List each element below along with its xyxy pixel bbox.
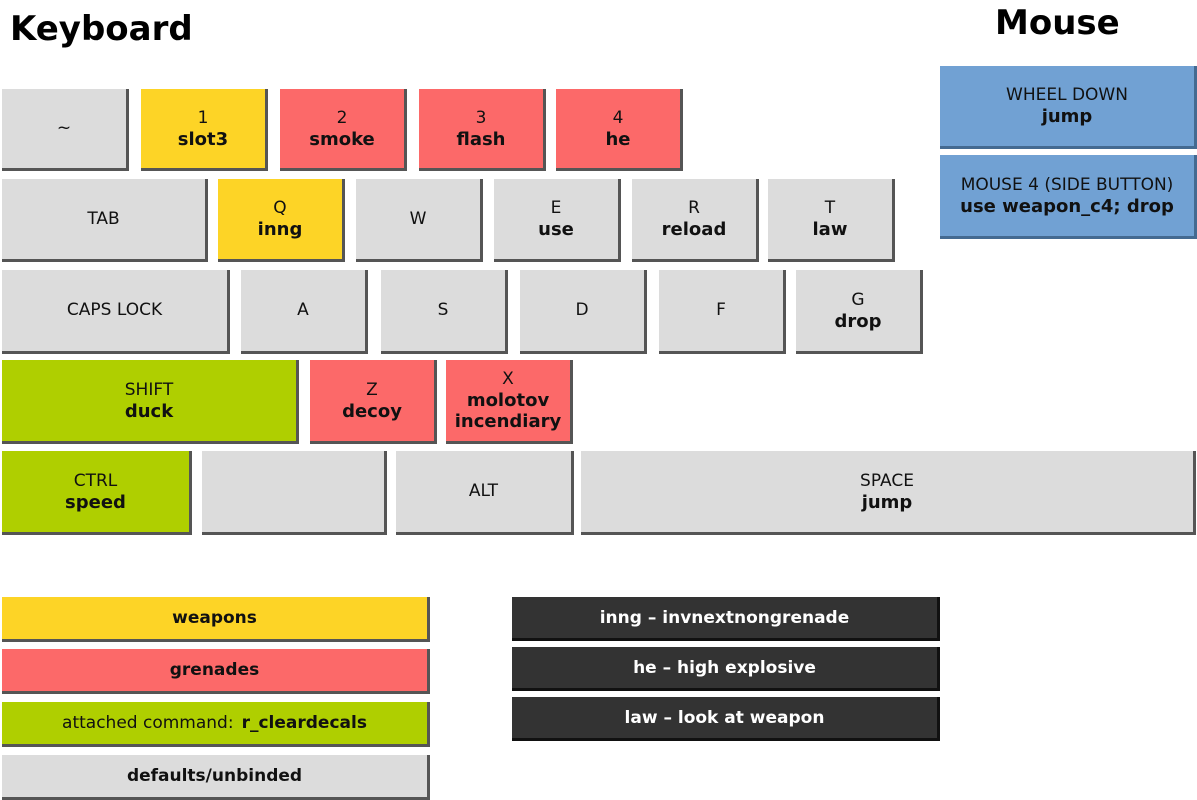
key-label: S (437, 300, 449, 320)
keyboard-title: Keyboard (10, 9, 193, 49)
key-command-secondary: incendiary (454, 411, 562, 432)
legend-label: weapons (172, 608, 257, 628)
key-2: 2 smoke (280, 89, 407, 171)
key-label: D (575, 300, 589, 320)
abbreviation-law: law – look at weapon (512, 697, 940, 741)
key-x: X molotov incendiary (446, 360, 573, 444)
key-label: F (716, 300, 726, 320)
mouse-button-label: MOUSE 4 (SIDE BUTTON) (960, 174, 1174, 195)
key-ctrl: CTRL speed (2, 451, 192, 535)
key-command: molotov (466, 390, 550, 411)
abbreviation-he: he – high explosive (512, 647, 940, 691)
key-command: he (605, 128, 631, 150)
key-label: W (409, 208, 427, 229)
legend-attached-command: attached command: r_cleardecals (2, 702, 430, 747)
key-4: 4 he (556, 89, 683, 171)
key-label: SPACE (860, 470, 914, 491)
key-label: ~ (56, 118, 72, 138)
key-alt: ALT (396, 451, 574, 535)
key-command: duck (124, 400, 174, 422)
key-command: drop (834, 310, 882, 332)
key-label: G (851, 289, 865, 310)
mouse-button-command: use weapon_c4; drop (960, 195, 1174, 217)
key-label: Q (273, 198, 287, 218)
key-command: speed (65, 491, 126, 513)
key-command: flash (456, 128, 506, 150)
key-label: Z (366, 379, 378, 400)
legend-grenades: grenades (2, 649, 430, 694)
mouse-button-label: WHEEL DOWN (1006, 85, 1128, 105)
key-caps-lock: CAPS LOCK (2, 270, 230, 354)
key-label: SHIFT (124, 379, 174, 400)
key-command: reload (661, 219, 727, 240)
key-label: TAB (87, 208, 120, 229)
mouse-wheel-down: WHEEL DOWN jump (940, 66, 1197, 149)
legend-label: defaults/unbinded (126, 766, 303, 786)
key-label: 3 (475, 107, 487, 128)
key-3: 3 flash (419, 89, 546, 171)
key-label: E (550, 198, 562, 218)
key-e: E use (494, 179, 621, 262)
key-blank (202, 451, 387, 535)
key-1: 1 slot3 (141, 89, 268, 171)
key-label: 1 (197, 107, 209, 128)
key-w: W (356, 179, 483, 262)
key-d: D (520, 270, 647, 354)
legend-value: r_cleardecals (241, 713, 367, 733)
key-g: G drop (796, 270, 923, 354)
legend-label: grenades (169, 660, 260, 680)
key-label: CAPS LOCK (66, 300, 163, 320)
legend-weapons: weapons (2, 597, 430, 642)
key-command: jump (861, 491, 913, 513)
key-t: T law (768, 179, 895, 262)
key-z: Z decoy (310, 360, 437, 444)
abbreviation-inng: inng – invnextnongrenade (512, 597, 940, 641)
key-s: S (381, 270, 508, 354)
key-label: X (502, 369, 514, 389)
mouse-button-command: jump (1041, 106, 1093, 127)
key-command: law (812, 219, 848, 240)
key-a: A (241, 270, 368, 354)
key-r: R reload (632, 179, 759, 262)
key-shift: SHIFT duck (2, 360, 299, 444)
legend-defaults: defaults/unbinded (2, 755, 430, 800)
key-label: T (824, 198, 836, 218)
key-tab: TAB (2, 179, 208, 262)
mouse-title: Mouse (995, 3, 1120, 43)
key-f: F (659, 270, 786, 354)
key-label: A (297, 300, 309, 320)
key-label: ALT (468, 481, 499, 501)
key-label: 4 (612, 107, 624, 128)
key-label: R (688, 198, 700, 218)
legend-label: attached command: (62, 713, 234, 733)
key-space: SPACE jump (581, 451, 1196, 535)
key-command: smoke (309, 128, 375, 150)
key-command: use (538, 219, 574, 240)
key-label: CTRL (73, 470, 118, 491)
key-command: inng (257, 219, 303, 240)
key-q: Q inng (218, 179, 345, 262)
key-label: 2 (336, 107, 348, 128)
key-tilde: ~ (2, 89, 129, 171)
key-command: decoy (342, 400, 402, 422)
mouse-button-4: MOUSE 4 (SIDE BUTTON) use weapon_c4; dro… (940, 155, 1197, 239)
key-command: slot3 (177, 128, 229, 150)
